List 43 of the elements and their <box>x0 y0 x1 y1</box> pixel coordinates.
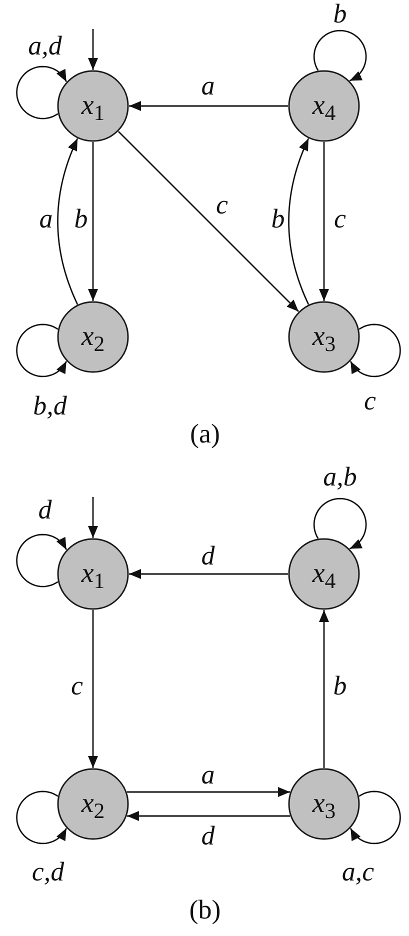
transition-arrow <box>129 569 288 579</box>
start-arrow <box>88 497 98 538</box>
state-label: x$_{2}$ <box>81 323 105 351</box>
transition-arrow <box>319 610 329 768</box>
self-loop-arrow <box>16 790 68 844</box>
state-circle <box>288 768 360 840</box>
transition-arrow <box>126 811 290 821</box>
state-circle <box>288 70 360 142</box>
transition-arrow <box>88 142 98 301</box>
self-loop-arrow <box>16 324 68 378</box>
transition-arrow <box>319 142 329 301</box>
state-label: x$_{1}$ <box>81 560 105 588</box>
transition-arrow <box>118 130 300 312</box>
state-circle <box>57 768 129 840</box>
transition-arrow <box>288 138 310 305</box>
transition-arrow <box>88 610 98 768</box>
state-label: x$_{1}$ <box>81 92 105 120</box>
edge-label: c,d <box>30 858 66 886</box>
self-loop-arrow <box>313 498 367 550</box>
edge-label: b,d <box>32 392 68 420</box>
transition-arrow <box>126 787 290 797</box>
subfigure-caption: (a) <box>190 420 220 448</box>
transition-arrow <box>57 138 78 305</box>
state-label: x$_{4}$ <box>312 560 336 588</box>
self-loop-arrow <box>16 534 68 588</box>
start-arrow <box>88 29 98 70</box>
transition-arrow <box>129 101 288 111</box>
state-circle <box>57 538 129 610</box>
state-label: x$_{3}$ <box>312 323 336 351</box>
state-circle <box>288 301 360 373</box>
state-circle <box>57 70 129 142</box>
state-label: x$_{3}$ <box>312 790 336 818</box>
edge-label: a,b <box>322 464 358 490</box>
self-loop-arrow <box>16 66 68 120</box>
state-label: x$_{2}$ <box>81 790 105 818</box>
subfigure-caption: (b) <box>189 896 221 924</box>
self-loop-arrow <box>350 790 401 844</box>
state-circle <box>288 538 360 610</box>
state-circle <box>57 301 129 373</box>
edge-label: a,d <box>27 32 63 60</box>
state-label: x$_{4}$ <box>312 92 336 120</box>
self-loop-arrow <box>350 324 401 378</box>
self-loop-arrow <box>313 30 367 82</box>
